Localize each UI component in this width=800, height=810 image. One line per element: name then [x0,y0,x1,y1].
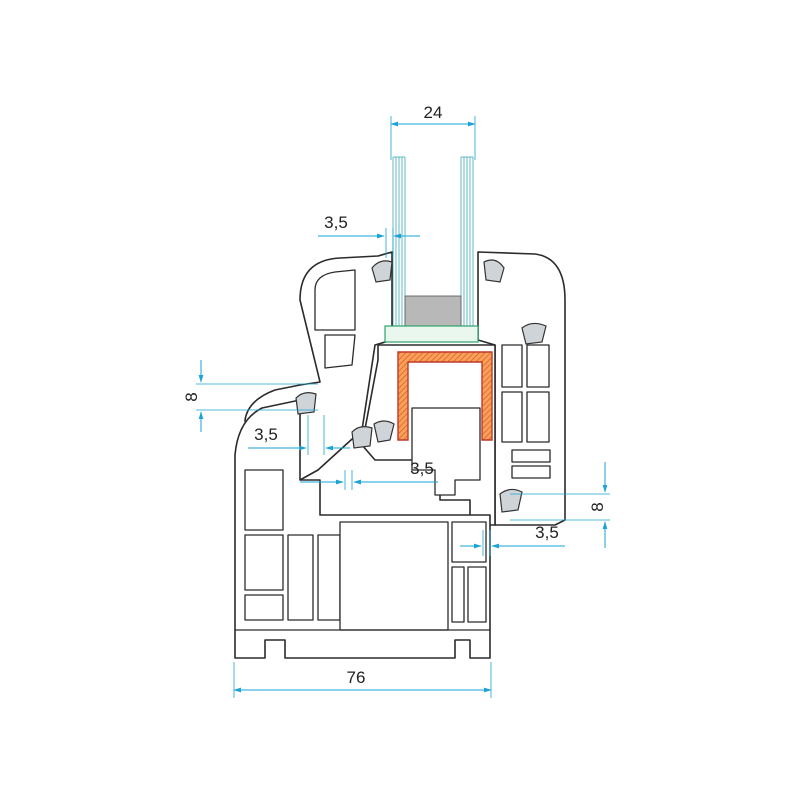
frame-chamber-6 [451,521,487,563]
dimension-label-24: 24 [424,103,443,122]
frame-chamber-7 [451,566,465,623]
gasket-frame-right [499,488,523,513]
frame-chamber-5 [317,534,341,621]
frame-profile [234,399,491,659]
gasket-center-left [351,426,373,449]
dimension-label-3-5-left: 3,5 [254,425,278,444]
sash-chamber-2 [324,334,356,369]
glazing-bead [384,325,479,343]
sash-chamber-4 [526,344,550,388]
dimension-label-3-5-top: 3,5 [324,213,348,232]
sash-chamber-1 [314,269,356,331]
glass-panes [392,156,474,330]
steel-reinforcement-sash [397,351,493,441]
glass-pane-left [392,156,406,330]
dimension-label-76: 76 [347,668,366,687]
glazing-spacer [404,295,462,327]
dimension-frame-offset-right: 3,5 [460,523,565,556]
dimension-label-3-5-right: 3,5 [535,523,559,542]
dimension-frame-overlap-right: 8 [510,462,610,548]
frame-chamber-3 [244,594,284,621]
frame-chamber-8 [467,566,487,623]
gasket-top-right [483,259,505,283]
glass-pane-right [460,156,474,330]
gasket-top-left [371,260,393,283]
gaskets [295,259,547,513]
dimension-label-3-5-center: 3,5 [410,459,434,478]
frame-main-chamber [339,521,449,631]
sash-chamber-3 [501,344,523,388]
dimension-frame-depth: 76 [233,662,492,698]
sash-chamber-7 [511,449,551,463]
dimension-center-offset: 3,5 [300,459,438,490]
frame-chamber-4 [287,534,314,621]
dimension-label-8-left: 8 [182,392,201,401]
dimension-sash-overlap-left: 8 [182,360,318,432]
gasket-center [373,420,395,443]
dimension-label-8-right: 8 [588,502,607,511]
gasket-sash-right [521,322,547,345]
sash-chamber-6 [526,391,550,443]
dimension-glazing-width: 24 [390,103,476,160]
dimension-gasket-top: 3,5 [318,213,420,258]
sash-inner-chamber [411,407,481,496]
frame-chamber-1 [244,469,284,531]
dimension-sash-offset-left: 3,5 [248,415,350,455]
frame-chamber-2 [244,534,284,591]
gasket-sash-left [295,392,317,415]
sash-chamber-8 [511,465,551,479]
sash-chamber-5 [501,391,523,443]
